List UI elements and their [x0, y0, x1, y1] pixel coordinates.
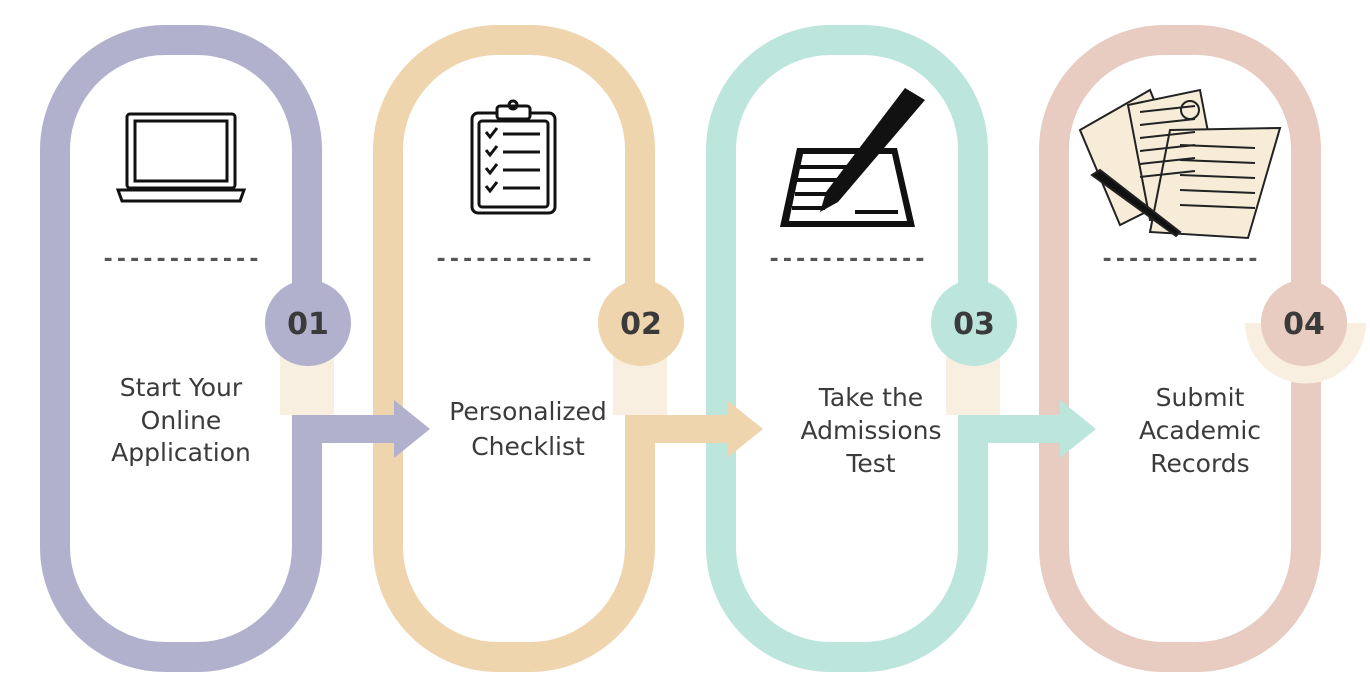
step-label-line: Checklist: [471, 432, 585, 461]
step-1-frame: [40, 25, 322, 672]
graded-papers-icon: [1078, 88, 1282, 240]
step-label-line: Application: [111, 438, 251, 467]
arrow-step-2-to-3: [625, 400, 763, 470]
step-label-line: Admissions: [801, 416, 942, 445]
laptop-icon: [115, 112, 247, 203]
arrow-step-1-to-2: [292, 400, 430, 470]
step-label-line: Records: [1150, 449, 1249, 478]
step-number: 01: [287, 307, 329, 342]
step-label-line: Personalized: [449, 397, 607, 426]
step-label-line: Online: [141, 406, 222, 435]
step-label-line: Academic: [1139, 416, 1261, 445]
step-number: 04: [1283, 307, 1325, 342]
step-3-number-badge: [931, 280, 1017, 366]
clipboard-checklist-icon: [470, 99, 557, 215]
step-label-line: Take the: [818, 383, 923, 412]
step-number: 02: [620, 307, 662, 342]
step-label-line: Test: [845, 449, 895, 478]
step-2-number-badge: [598, 280, 684, 366]
pen-writing-paper-icon: [780, 88, 925, 227]
step-divider: ------------: [768, 247, 927, 272]
step-label-line: Start Your: [120, 373, 243, 402]
step-divider: ------------: [102, 247, 261, 272]
arrow-step-3-to-4: [958, 400, 1096, 470]
step-3-frame: [706, 25, 988, 672]
step-1-number-badge: [265, 280, 351, 366]
step-label-line: Submit: [1156, 383, 1245, 412]
step-divider: ------------: [1101, 247, 1260, 272]
step-4-number-badge: [1261, 280, 1347, 366]
step-divider: ------------: [435, 247, 594, 272]
step-number: 03: [953, 307, 995, 342]
